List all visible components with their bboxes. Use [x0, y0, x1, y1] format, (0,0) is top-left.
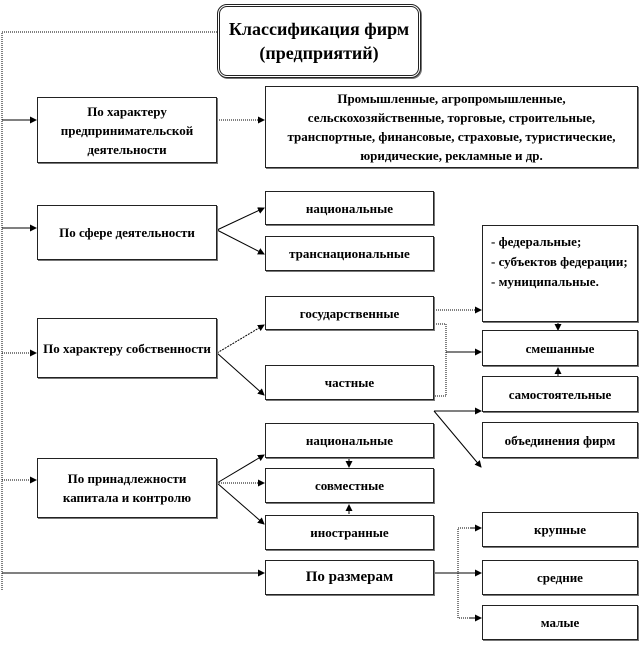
ownership-state: государственные — [265, 296, 434, 330]
group-activity: По характеру предпринимательской деятель… — [37, 97, 217, 163]
size-medium: средние — [482, 560, 638, 595]
group-size: По размерам — [265, 560, 434, 595]
size-large: крупные — [482, 512, 638, 547]
ownership-mixed: смешанные — [482, 330, 638, 366]
capital-national: национальные — [265, 423, 434, 458]
ownership-independent: самостоятельные — [482, 376, 638, 412]
group-capital: По принадлежности капитала и контролю — [37, 458, 217, 518]
capital-foreign: иностранные — [265, 515, 434, 550]
sphere-transnational: транснациональные — [265, 236, 434, 271]
group-sphere: По сфере деятельности — [37, 205, 217, 260]
ownership-associations: объединения фирм — [482, 422, 638, 458]
ownership-private: частные — [265, 365, 434, 400]
size-small: малые — [482, 605, 638, 640]
state-federal: - федеральные; — [491, 234, 582, 249]
activity-types: Промышленные, агропромышленные, сельскох… — [265, 86, 638, 168]
capital-joint: совместные — [265, 468, 434, 503]
sphere-national: национальные — [265, 191, 434, 225]
group-ownership: По характеру собственности — [37, 318, 217, 378]
state-subjects: - субъектов федерации; — [491, 254, 628, 269]
diagram-title: Классификация фирм (предприятий) — [217, 4, 421, 78]
state-subtypes: - федеральные; - субъектов федерации; - … — [482, 225, 638, 322]
state-municipal: - муниципальные. — [491, 274, 599, 289]
